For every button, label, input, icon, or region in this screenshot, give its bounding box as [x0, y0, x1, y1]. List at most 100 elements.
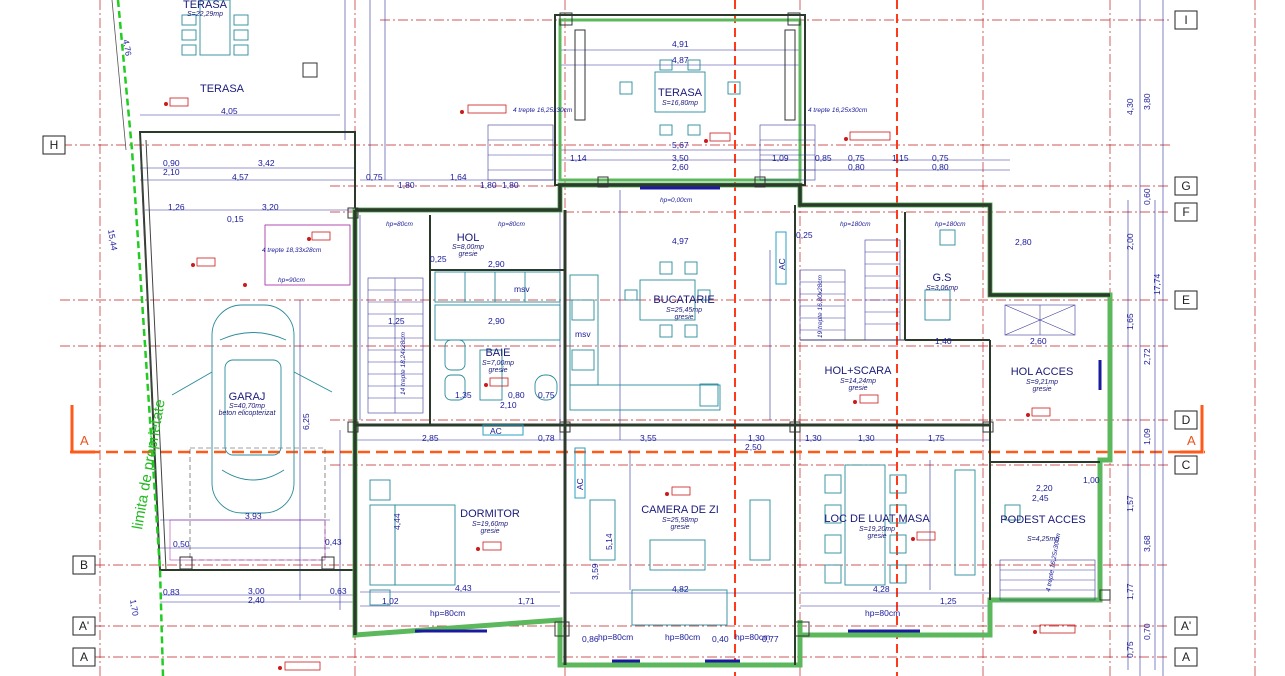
room-area-hol: S=8,00mp [452, 244, 484, 251]
dim-middle: 1,40 [935, 336, 952, 346]
stair-note-garage: 4 trepte 18,33x28cm [262, 247, 322, 254]
dimension-lines [140, 0, 1164, 676]
axis-label-f-right: F [1182, 205, 1189, 219]
room-area-baie: S=7,00mp [482, 360, 514, 367]
dimensions-right: 4,30 3,80 0,60 2,00 17,74 1,65 2,72 1,09… [1125, 93, 1162, 658]
axis-label-c-right: C [1182, 458, 1191, 472]
dim-top: 1,64 [450, 172, 467, 182]
table-icon [181, 0, 249, 56]
room-name-bucatarie: BUCATARIE [653, 294, 714, 306]
axis-label-e-right: E [1182, 293, 1190, 307]
dim-top: 1,26 [168, 202, 185, 212]
hp-label-80b: hp=80cm [386, 221, 414, 228]
ac-label-3: AC [777, 258, 787, 270]
hp-label-180a: hp=180cm [840, 221, 871, 228]
room-area-hol-acces: S=9,21mp [1026, 379, 1058, 386]
room-name-hol: HOL [457, 232, 480, 244]
stair-note-scara: 19 trepte 16,80x28cm [817, 275, 824, 338]
ac-label-1: AC [490, 426, 502, 436]
garage-area [138, 0, 356, 571]
hp-label-180b: hp=180cm [935, 221, 966, 228]
room-area-dormitor: S=19,60mp [472, 521, 508, 528]
room-area-loc-luat-masa: S=19,20mp [859, 526, 895, 533]
axis-label-a-prime-left: A' [79, 619, 89, 633]
dim-middle: 2,90 [488, 316, 505, 326]
dim-bottom: 0,63 [330, 586, 347, 596]
room-finish-hol-acces: gresie [1032, 386, 1051, 393]
dim-middle: 2,50 [745, 442, 762, 452]
dim-right: 1,77 [1125, 583, 1135, 600]
dim-top: 2,10 [163, 167, 180, 177]
room-name-podest-acces: PODEST ACCES [1000, 514, 1085, 526]
room-name-hol-acces: HOL ACCES [1011, 366, 1074, 378]
dim-middle: 2,90 [488, 259, 505, 269]
room-name-terasa-left-bottom: TERASA [200, 83, 245, 95]
room-finish-loc-luat-masa: gresie [867, 533, 886, 540]
hp-label-80g: hp=80cm [865, 608, 900, 618]
room-finish-garaj: beton elicopterizat [219, 410, 277, 417]
dim-bottom: 1,25 [940, 596, 957, 606]
dim-top: 4,87 [672, 55, 689, 65]
hp-label-80d: hp=80cm [598, 632, 633, 642]
room-finish-bucatarie: gresie [674, 314, 693, 321]
dim-bottom: 1,71 [518, 596, 535, 606]
axis-label-a-prime-right: A' [1181, 619, 1191, 633]
dim-right: 1,09 [1142, 428, 1152, 445]
dim-top: 1,14 [570, 153, 587, 163]
furniture [369, 59, 1021, 626]
dim-top: 1,80 [502, 180, 519, 190]
room-area-terasa-top: S=16,80mp [662, 100, 698, 107]
room-name-loc-luat-masa: LOC DE LUAT MASA [824, 513, 930, 525]
room-name-camera-de-zi: CAMERA DE ZI [641, 504, 719, 516]
dim-top: 0,75 [932, 153, 949, 163]
dim-top: 0,90 [163, 158, 180, 168]
room-area-podest-acces: S=4,25mp [1027, 536, 1059, 543]
dim-middle: 1,25 [388, 316, 405, 326]
dim-bottom: 0,83 [163, 587, 180, 597]
room-name-terasa-left: TERASA [183, 0, 228, 11]
dim-middle: 1,30 [858, 433, 875, 443]
dim-bottom: 1,00 [1083, 475, 1100, 485]
dim-bottom: 2,40 [248, 595, 265, 605]
dim-top: 3,20 [262, 202, 279, 212]
dimensions-middle: 2,90 2,90 1,25 0,25 0,80 2,10 0,75 1,35 … [388, 230, 1047, 452]
room-area-bucatarie: S=25,45mp [666, 307, 702, 314]
dim-middle: 0,80 [508, 390, 525, 400]
room-labels: TERASA S=22,29mp TERASA TERASA S=16,80mp… [183, 0, 1086, 543]
stair-note-top-left: 4 trepte 16,25x30cm [513, 107, 573, 114]
axis-label-i-right: I [1184, 13, 1187, 27]
dim-bottom: 3,93 [245, 511, 262, 521]
section-label-right: A [1187, 433, 1196, 448]
dim-bottom: 1,02 [382, 596, 399, 606]
dim-middle: 2,80 [1015, 237, 1032, 247]
dim-top: 0,80 [932, 162, 949, 172]
dimensions-left: 4,76 15,44 1,70 6,25 4,44 5,14 3,59 [106, 39, 614, 617]
dim-top: 0,80 [848, 162, 865, 172]
hp-label-80a: hp=80cm [498, 221, 526, 228]
grid-lines [60, 0, 1256, 676]
hp-label-80f: hp=80cm [735, 632, 770, 642]
dim-middle: 2,10 [500, 400, 517, 410]
room-area-garaj: S=40,70mp [229, 403, 265, 410]
hp-label-80e: hp=80cm [665, 632, 700, 642]
dim-middle: 2,60 [1030, 336, 1047, 346]
dim-left: 3,59 [590, 563, 600, 580]
dim-bottom: 3,00 [248, 586, 265, 596]
dim-top: 1,80 [398, 180, 415, 190]
dim-middle: 1,30 [805, 433, 822, 443]
room-name-baie: BAIE [485, 347, 510, 359]
dim-middle: 1,35 [455, 390, 472, 400]
dim-right: 1,57 [1125, 495, 1135, 512]
room-area-terasa-left: S=22,29mp [187, 11, 223, 18]
dimensions-bottom: 3,93 0,50 0,43 0,83 3,00 2,40 0,63 1,02 … [163, 475, 1100, 644]
dim-left: 4,76 [121, 39, 134, 57]
building-walls [352, 14, 1113, 668]
dim-top: 5,67 [672, 140, 689, 150]
dim-top: 3,50 [672, 153, 689, 163]
dim-middle: 1,30 [748, 433, 765, 443]
misc-labels: AC AC AC msv msv hp=0,00cm hp=80cm hp=80… [278, 197, 966, 642]
dim-top: 0,75 [848, 153, 865, 163]
room-area-gs: S=3,06mp [926, 285, 958, 292]
